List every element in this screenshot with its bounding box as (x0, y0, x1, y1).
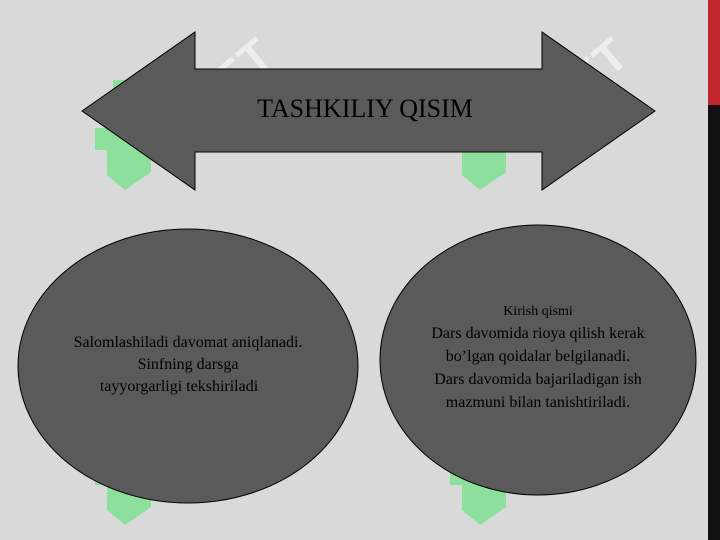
diagram-title: TASHKILIY QISIM (257, 94, 473, 123)
right-ellipse-line: Dars davomida rioya qilish kerak (431, 325, 645, 342)
double-arrow-shape (81, 31, 656, 191)
left-ellipse-line: tayyorgarligi tekshiriladi (99, 378, 259, 395)
left-ellipse-line: Salomlashiladi davomat aniqlanadi. (73, 334, 303, 351)
left-ellipse-shape (17, 228, 359, 504)
accent-bar-black (708, 105, 720, 540)
right-ellipse-text: Kirish qismi Dars davomida rioya qilish … (388, 302, 688, 414)
right-ellipse-line: Dars davomida bajariladigan ish (434, 371, 642, 388)
left-ellipse-line: Sinfning darsga (137, 356, 239, 373)
right-ellipse-shape (379, 224, 697, 496)
accent-bar-red (708, 0, 720, 105)
right-ellipse-line: bo’lgan qoidalar belgilanadi. (445, 348, 631, 365)
right-ellipse-line: mazmuni bilan tanishtiriladi. (445, 394, 631, 411)
left-ellipse-text: Salomlashiladi davomat aniqlanadi. Sinfn… (30, 332, 346, 398)
right-ellipse-heading: Kirish qismi (503, 304, 573, 319)
